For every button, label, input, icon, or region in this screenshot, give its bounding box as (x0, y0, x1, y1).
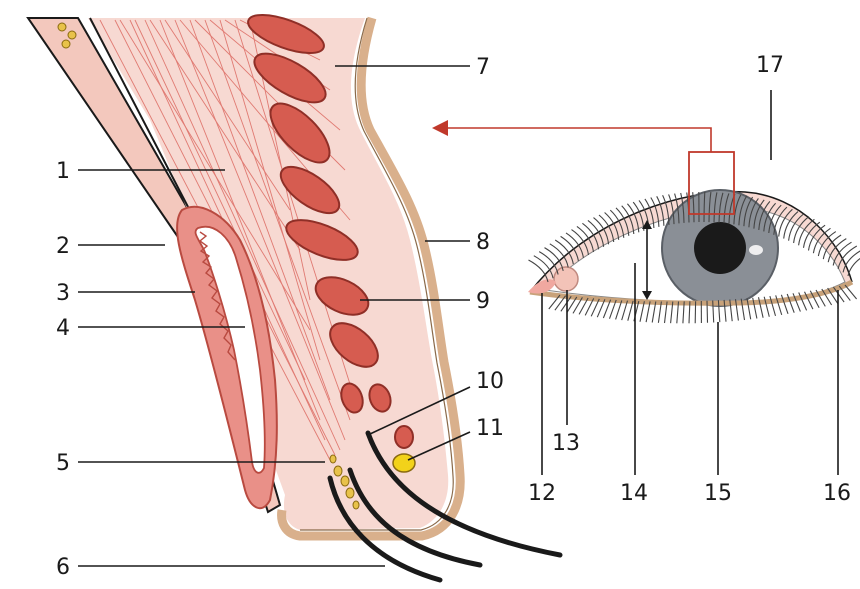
upper-eyelash (848, 254, 860, 276)
label-12: 12 (528, 481, 556, 506)
label-6: 6 (56, 555, 70, 580)
zoom-arrow (445, 128, 711, 152)
label-4: 4 (56, 316, 70, 341)
label-13: 13 (552, 431, 580, 456)
label-2: 2 (56, 234, 70, 259)
lower-eyelash (845, 285, 857, 299)
label-1: 1 (56, 159, 70, 184)
label-8: 8 (476, 230, 490, 255)
label-16: 16 (823, 481, 851, 506)
label-9: 9 (476, 289, 490, 314)
lower-eyelash (707, 301, 708, 323)
label-15: 15 (704, 481, 732, 506)
lower-eyelash (616, 300, 622, 319)
label-11: 11 (476, 416, 504, 441)
label-5: 5 (56, 451, 70, 476)
eye-front-view (432, 120, 860, 323)
label-10: 10 (476, 369, 504, 394)
caruncle (554, 267, 578, 291)
pupil (694, 222, 746, 274)
label-17: 17 (756, 53, 784, 78)
label-3: 3 (56, 281, 70, 306)
label-7: 7 (476, 55, 490, 80)
gland-of-zeis (393, 454, 415, 472)
label-14: 14 (620, 481, 648, 506)
